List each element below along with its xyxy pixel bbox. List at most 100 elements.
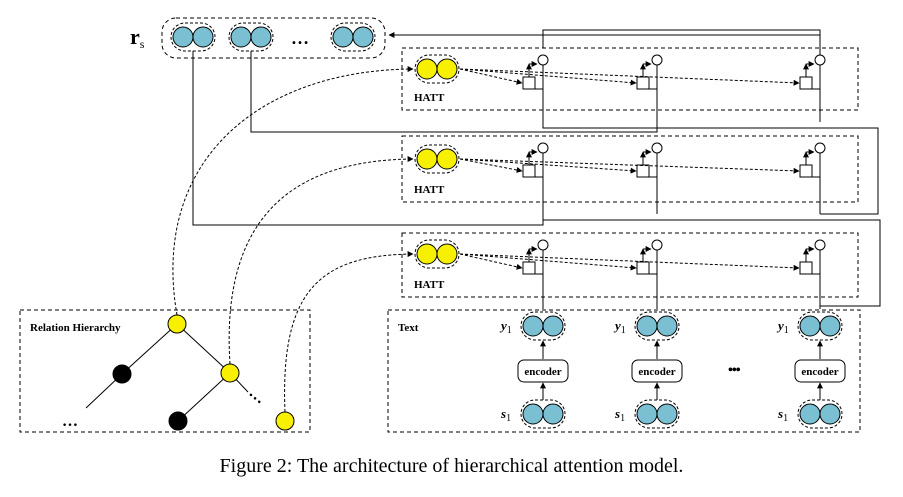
s-pair-2	[634, 399, 680, 429]
s-label-1-main: s	[500, 406, 506, 421]
text-box	[387, 309, 861, 433]
relation-hierarchy-panel: Relation Hierarchy … …	[19, 309, 311, 433]
hatt-circle-2-2	[651, 142, 663, 154]
rs-pair-2-circle-right	[250, 26, 272, 48]
encoder-ellipsis: •••	[728, 363, 741, 378]
encoder-box-1	[517, 359, 569, 383]
tree-edge-root-left	[121, 323, 178, 375]
y-pair-2	[634, 311, 680, 341]
s-pair-3	[797, 399, 843, 429]
hatt-query-pair-3	[414, 239, 460, 269]
tree-node-l	[112, 364, 132, 384]
y-label-2-main: y	[613, 318, 621, 333]
right-to-hatt2-curve	[228, 156, 414, 365]
hatt-label-3: HATT	[414, 279, 445, 291]
y-label-2-sub: 1	[621, 325, 626, 336]
top-output-link	[542, 29, 821, 48]
hatt-circle-2-1	[537, 142, 549, 154]
s-label-2: s1	[614, 406, 625, 424]
y-label-1-sub: 1	[507, 325, 512, 336]
hatt-square-2-2	[636, 164, 650, 178]
tree-edge-root-right	[176, 323, 231, 374]
encoder-box-2	[631, 359, 683, 383]
s-pair-1-circle-left	[522, 403, 544, 425]
hatt-query-pair-1-circle-left	[416, 58, 438, 80]
hatt-square-3-3	[799, 261, 813, 275]
hatt-query-pair-1-outline	[414, 54, 460, 84]
relation-hierarchy-box	[19, 309, 311, 433]
hatt-attn-arrow-2-1	[459, 158, 523, 173]
rs-pair-3	[330, 22, 376, 52]
hatt-attn-arrow-2-2	[459, 158, 637, 174]
tree-edge-right-left	[177, 372, 231, 422]
s-pair-3-circle-left	[799, 403, 821, 425]
rs-pair-1	[170, 22, 216, 52]
encoder-label-3: encoder	[801, 366, 838, 378]
rs-vector: rs …	[130, 17, 386, 59]
tree-ellipsis-right: …	[246, 384, 269, 407]
rs-pair-2-circle-left	[230, 26, 252, 48]
s-label-1: s1	[500, 406, 511, 424]
relation-tree	[85, 314, 295, 431]
tree-node-leaf	[275, 411, 295, 431]
connection-lines	[172, 29, 881, 413]
y-pair-1-circle-left	[522, 315, 544, 337]
y-pair-1-circle-right	[542, 315, 564, 337]
s-pair-1	[520, 399, 566, 429]
hatt-circle-2-3	[814, 142, 826, 154]
y-pair-1	[520, 311, 566, 341]
y-pair-3-circle-right	[819, 315, 841, 337]
hatt-circle-1-2	[651, 54, 663, 66]
s-label-3-main: s	[777, 406, 783, 421]
hatt-label-1: HATT	[414, 92, 445, 104]
hatt-block-3: HATT	[401, 232, 859, 309]
hatt-square-3-1	[522, 261, 536, 275]
hatt-attn-arrow-3-3	[459, 253, 800, 271]
bottom-output-to-rs	[192, 51, 544, 226]
y-pair-2-outline	[634, 311, 680, 341]
leaf-to-hatt3-curve	[284, 251, 414, 413]
rs-pair-1-circle-left	[172, 26, 194, 48]
hatt-label-2: HATT	[414, 184, 445, 196]
hatt-circle-3-2	[651, 239, 663, 251]
rs-pair-1-circle-right	[192, 26, 214, 48]
rs-feed-arrow	[388, 32, 821, 55]
y-pair-2-circle-right	[656, 315, 678, 337]
text-label: Text	[398, 322, 419, 334]
y-label-3: y1	[776, 318, 789, 336]
y-label-3-main: y	[776, 318, 784, 333]
hatt-block-2: HATT	[401, 135, 859, 214]
hatt-box-2	[401, 135, 859, 203]
rs-pair-3-circle-left	[332, 26, 354, 48]
encoder-label-1: encoder	[524, 366, 561, 378]
rs-pair-3-circle-right	[352, 26, 374, 48]
hatt-box-1	[401, 47, 859, 111]
hatt-attn-arrow-1-3	[459, 68, 800, 86]
s-pair-3-circle-right	[819, 403, 841, 425]
rs-pair-2	[228, 22, 274, 52]
encoder-box-3	[794, 359, 846, 383]
hatt-attn-arrow-3-1	[459, 253, 523, 270]
y-label-1: y1	[499, 318, 512, 336]
y-pair-3-outline	[797, 311, 843, 341]
tree-node-root	[167, 314, 187, 334]
hatt-circle-3-1	[537, 239, 549, 251]
hatt-attn-arrow-2-3	[459, 158, 800, 174]
hatt-query-pair-1-circle-right	[436, 58, 458, 80]
hatt-query-pair-3-outline	[414, 239, 460, 269]
hatt-query-pair-1	[414, 54, 460, 84]
tree-ellipsis-left: …	[62, 413, 78, 430]
hatt-square-2-1	[522, 164, 536, 178]
hatt-square-3-2	[636, 261, 650, 275]
hatt-query-pair-2-circle-left	[416, 148, 438, 170]
hatt-square-1-1	[522, 76, 536, 90]
s-label-2-main: s	[614, 406, 620, 421]
y-pair-2-circle-left	[636, 315, 658, 337]
root-to-hatt1-curve	[172, 66, 414, 316]
y-label-2: y1	[613, 318, 626, 336]
hatt-box-3	[401, 232, 859, 298]
s-label-2-sub: 1	[620, 413, 625, 424]
hatt-circle-1-1	[537, 54, 549, 66]
encoder-label-2: encoder	[638, 366, 675, 378]
